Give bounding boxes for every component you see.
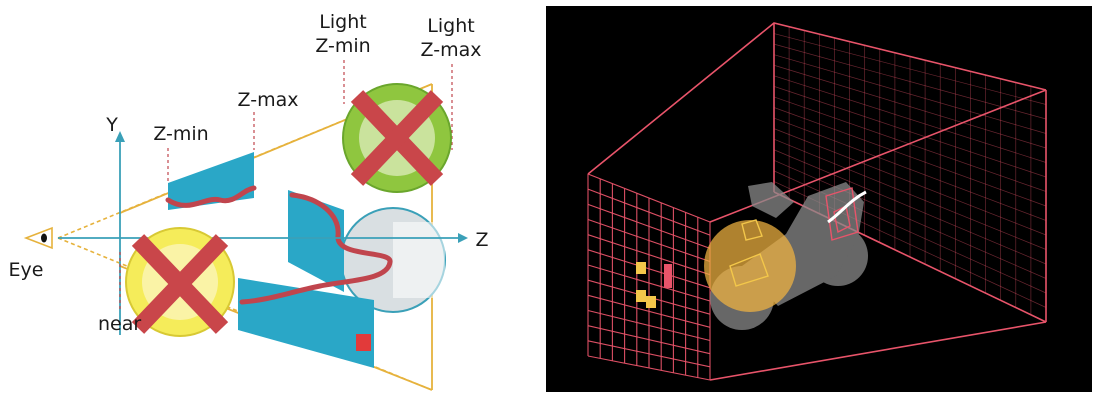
culling-diagram-svg: Light Z-min Light Z-max Z-max Z-min Y Z … — [9, 11, 489, 391]
label-light-zmax-line2: Z-max — [421, 39, 482, 61]
label-y-axis: Y — [105, 114, 118, 136]
grid-line — [773, 128, 1047, 236]
depth-curve-main — [239, 192, 393, 305]
grid-line — [587, 325, 711, 355]
grid-line — [773, 138, 1047, 250]
grid-line — [773, 86, 1047, 178]
grid-line — [773, 117, 1047, 221]
grid-line — [587, 249, 711, 289]
light-clusters — [729, 219, 769, 287]
cross-icon — [131, 234, 229, 334]
grid-line — [587, 294, 711, 328]
grid-line — [773, 170, 1047, 294]
grid-line — [587, 173, 711, 223]
grid-line — [587, 234, 711, 276]
label-light-zmin-line2: Z-min — [315, 35, 370, 57]
grid-line — [587, 203, 711, 249]
slice-bottom — [238, 278, 374, 368]
label-zmin: Z-min — [153, 123, 208, 145]
highlight-cell — [636, 262, 646, 274]
y-axis-arrow — [115, 131, 125, 142]
label-near: near — [98, 313, 141, 335]
slice-middle — [288, 190, 344, 292]
grid-line — [773, 75, 1047, 163]
grid-line — [587, 355, 711, 381]
grid-line — [587, 218, 711, 263]
grid-line — [773, 149, 1047, 265]
grid-line — [773, 43, 1047, 120]
grid-line — [587, 309, 711, 342]
highlighted-cells — [636, 262, 656, 308]
light-sphere-shade — [393, 222, 445, 298]
cluster-culling-diagram: Light Z-min Light Z-max Z-max Z-min Y Z … — [0, 0, 520, 405]
slice-top — [168, 152, 254, 210]
grid-line — [587, 188, 711, 236]
label-light-zmin-line1: Light — [319, 11, 366, 33]
cluster-grid-render — [546, 6, 1092, 392]
reflection-streak — [827, 190, 867, 224]
label-z-axis: Z — [475, 229, 488, 251]
red-marker — [356, 334, 371, 351]
highlight-cell — [646, 296, 656, 308]
grid-line — [773, 54, 1047, 134]
active-clusters — [825, 187, 859, 241]
grid-line — [773, 33, 1047, 105]
depth-curve-top — [165, 185, 257, 208]
highlight-cell — [636, 290, 646, 302]
label-eye: Eye — [9, 259, 44, 281]
eye-icon — [23, 226, 53, 250]
cluster-grid-svg — [587, 22, 1047, 381]
cross-icon — [350, 90, 444, 186]
grid-line — [773, 159, 1047, 279]
z-axis-arrow — [458, 233, 468, 243]
grid-line — [773, 107, 1047, 207]
highlight-cell-red — [664, 264, 672, 288]
grid-line — [587, 264, 711, 302]
light-sphere — [704, 220, 796, 312]
grid-line — [773, 64, 1047, 149]
label-zmax: Z-max — [238, 89, 299, 111]
grid-line — [587, 340, 711, 368]
label-light-zmax-line1: Light — [427, 15, 474, 37]
